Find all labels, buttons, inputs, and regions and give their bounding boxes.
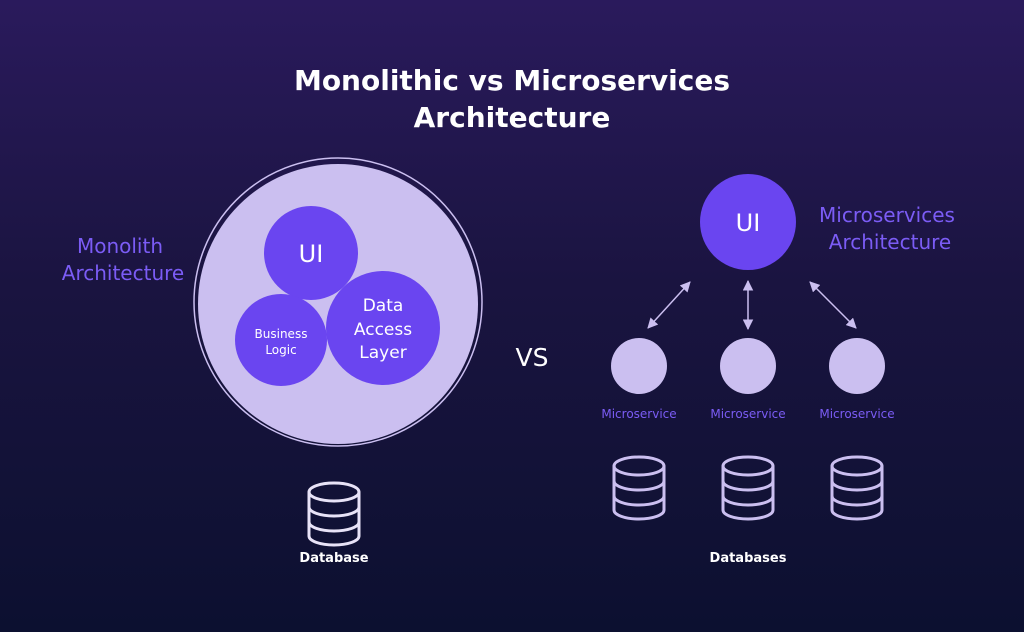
microservice-node	[720, 338, 776, 394]
microservice-node	[829, 338, 885, 394]
data-access-label-line-1: Data	[363, 296, 404, 316]
microservices-diagram: UI Microservices Architecture Microservi…	[601, 174, 955, 566]
monolith-outer-ring	[193, 157, 483, 447]
microservice-node	[611, 338, 667, 394]
database-icon	[721, 455, 775, 521]
business-logic-label-line-2: Logic	[265, 343, 296, 357]
monolith-ui-label: UI	[299, 240, 324, 268]
microservices-ui-node	[700, 174, 796, 270]
data-access-label-line-2: Access	[354, 320, 412, 340]
monolith-diagram: Monolith Architecture UI Business Logic …	[62, 157, 483, 566]
database-icon	[830, 455, 884, 521]
microservices-ui-label: UI	[736, 209, 761, 237]
microservice-label: Microservice	[819, 407, 894, 421]
microservice-label: Microservice	[710, 407, 785, 421]
bidirectional-arrow-icon	[647, 281, 691, 329]
title-line-2: Architecture	[413, 101, 611, 134]
vs-label: VS	[516, 343, 549, 372]
data-access-label-line-3: Layer	[359, 343, 406, 363]
databases-label: Databases	[710, 551, 787, 566]
microservices-label-line-2: Architecture	[829, 230, 951, 254]
monolith-label-line-2: Architecture	[62, 261, 184, 285]
business-logic-node	[235, 294, 327, 386]
business-logic-label-line-1: Business	[255, 327, 308, 341]
microservice-label: Microservice	[601, 407, 676, 421]
database-icon	[307, 481, 361, 547]
monolith-label-line-1: Monolith	[77, 234, 163, 258]
title-line-1: Monolithic vs Microservices	[293, 64, 731, 97]
database-icon	[612, 455, 666, 521]
database-label: Database	[299, 551, 368, 566]
page-title: Monolithic vs Microservices Architecture	[212, 62, 812, 136]
monolith-ui-node	[264, 206, 358, 300]
bidirectional-arrow-icon	[809, 281, 857, 329]
microservices-label-line-1: Microservices	[819, 203, 955, 227]
data-access-layer-node	[326, 271, 440, 385]
